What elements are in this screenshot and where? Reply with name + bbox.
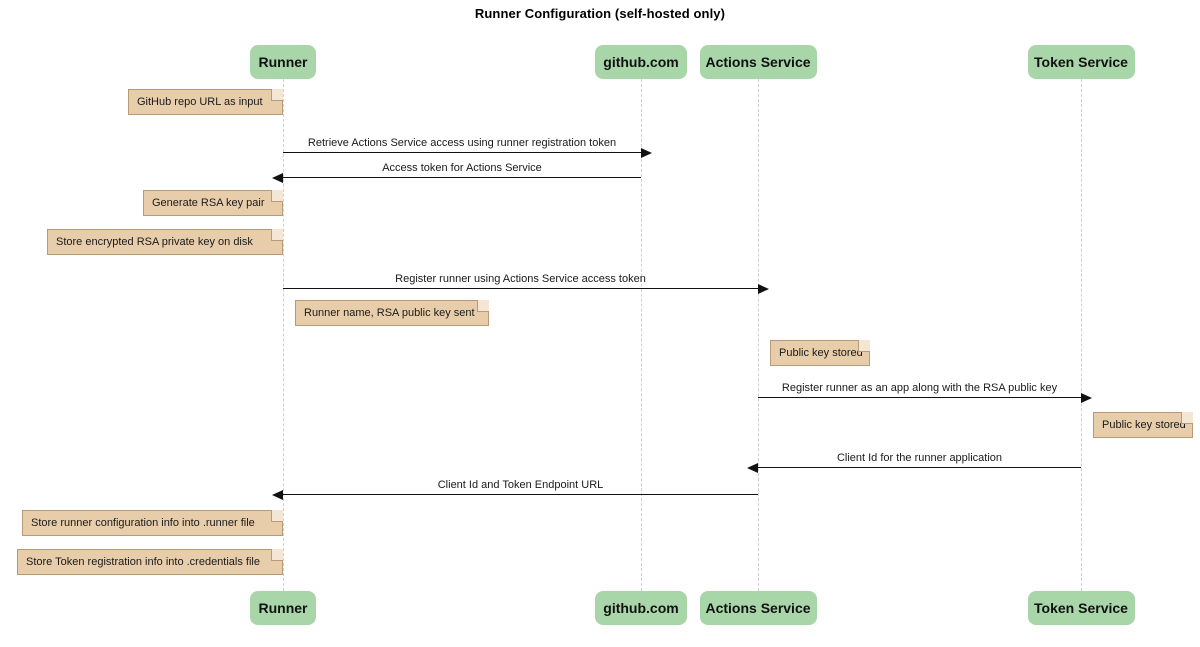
arrowhead-left-icon xyxy=(747,463,758,473)
lifeline-actions xyxy=(758,79,759,591)
arrowhead-right-icon xyxy=(758,284,769,294)
message-label-msg-retrieve-actions-access: Retrieve Actions Service access using ru… xyxy=(307,137,617,149)
note-text: Store Token registration info into .cred… xyxy=(26,555,260,568)
participant-actions-bottom[interactable]: Actions Service xyxy=(699,591,817,625)
note-text: GitHub repo URL as input xyxy=(137,95,263,108)
note-public-key-stored-1: Public key stored xyxy=(770,340,870,366)
participant-runner-bottom[interactable]: Runner xyxy=(250,591,316,625)
note-fold-corner-icon xyxy=(271,510,283,522)
message-line-msg-client-id-token-endpoint xyxy=(272,490,758,500)
note-text: Store runner configuration info into .ru… xyxy=(31,516,255,529)
participant-actions-top[interactable]: Actions Service xyxy=(699,45,817,79)
note-generate-rsa: Generate RSA key pair xyxy=(143,190,283,216)
note-runner-name-rsa: Runner name, RSA public key sent xyxy=(295,300,489,326)
arrowhead-right-icon xyxy=(641,148,652,158)
message-label-msg-access-token: Access token for Actions Service xyxy=(382,162,542,174)
message-line-msg-client-id-runner-app xyxy=(747,463,1081,473)
message-line-msg-register-runner-as-app xyxy=(758,393,1092,403)
note-text: Public key stored xyxy=(1102,418,1186,431)
message-label-msg-register-runner: Register runner using Actions Service ac… xyxy=(395,273,646,285)
note-fold-corner-icon xyxy=(271,190,283,202)
note-fold-corner-icon xyxy=(271,549,283,561)
lifeline-token xyxy=(1081,79,1082,591)
note-fold-corner-icon xyxy=(271,89,283,101)
message-line-msg-retrieve-actions-access xyxy=(283,148,652,158)
note-store-encrypted-rsa: Store encrypted RSA private key on disk xyxy=(47,229,283,255)
participant-github-top[interactable]: github.com xyxy=(595,45,687,79)
arrowhead-right-icon xyxy=(1081,393,1092,403)
participant-github-bottom[interactable]: github.com xyxy=(595,591,687,625)
lifeline-runner xyxy=(283,79,284,591)
message-label-msg-client-id-token-endpoint: Client Id and Token Endpoint URL xyxy=(437,479,604,491)
note-store-token-reg: Store Token registration info into .cred… xyxy=(17,549,283,575)
note-text: Public key stored xyxy=(779,346,863,359)
message-label-msg-client-id-runner-app: Client Id for the runner application xyxy=(836,452,1003,464)
arrowhead-left-icon xyxy=(272,490,283,500)
lifeline-github xyxy=(641,79,642,591)
note-fold-corner-icon xyxy=(1181,412,1193,424)
message-line-msg-access-token xyxy=(272,173,641,183)
note-fold-corner-icon xyxy=(858,340,870,352)
note-fold-corner-icon xyxy=(271,229,283,241)
note-text: Generate RSA key pair xyxy=(152,196,265,209)
participant-token-top[interactable]: Token Service xyxy=(1027,45,1135,79)
participant-runner-top[interactable]: Runner xyxy=(250,45,316,79)
note-store-runner-config: Store runner configuration info into .ru… xyxy=(22,510,283,536)
note-fold-corner-icon xyxy=(477,300,489,312)
note-text: Runner name, RSA public key sent xyxy=(304,306,475,319)
page-title: Runner Configuration (self-hosted only) xyxy=(474,6,726,21)
message-line-msg-register-runner xyxy=(283,284,769,294)
participant-token-bottom[interactable]: Token Service xyxy=(1027,591,1135,625)
message-label-msg-register-runner-as-app: Register runner as an app along with the… xyxy=(781,382,1058,394)
note-public-key-stored-2: Public key stored xyxy=(1093,412,1193,438)
arrowhead-left-icon xyxy=(272,173,283,183)
note-github-repo-url: GitHub repo URL as input xyxy=(128,89,283,115)
note-text: Store encrypted RSA private key on disk xyxy=(56,235,253,248)
